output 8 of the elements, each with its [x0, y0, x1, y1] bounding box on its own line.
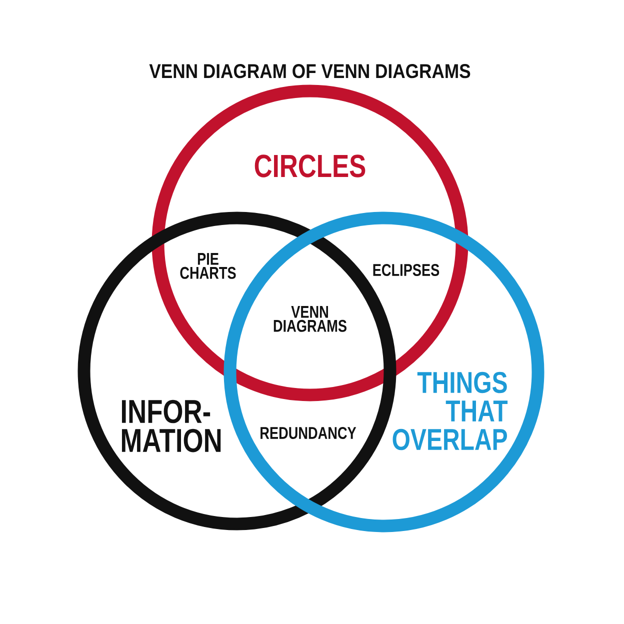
- set-label: INFOR- MATION: [122, 400, 221, 452]
- overlap-label: VENN DIAGRAMS: [274, 306, 346, 332]
- title: VENN DIAGRAM OF VENN DIAGRAMS: [149, 64, 470, 78]
- set-label: CIRCLES: [254, 154, 366, 178]
- set-label: THINGS THAT OVERLAP: [392, 372, 508, 450]
- overlap-label: REDUNDANCY: [260, 426, 356, 440]
- overlap-label: ECLIPSES: [373, 264, 440, 276]
- overlap-label: PIE CHARTS: [180, 253, 236, 279]
